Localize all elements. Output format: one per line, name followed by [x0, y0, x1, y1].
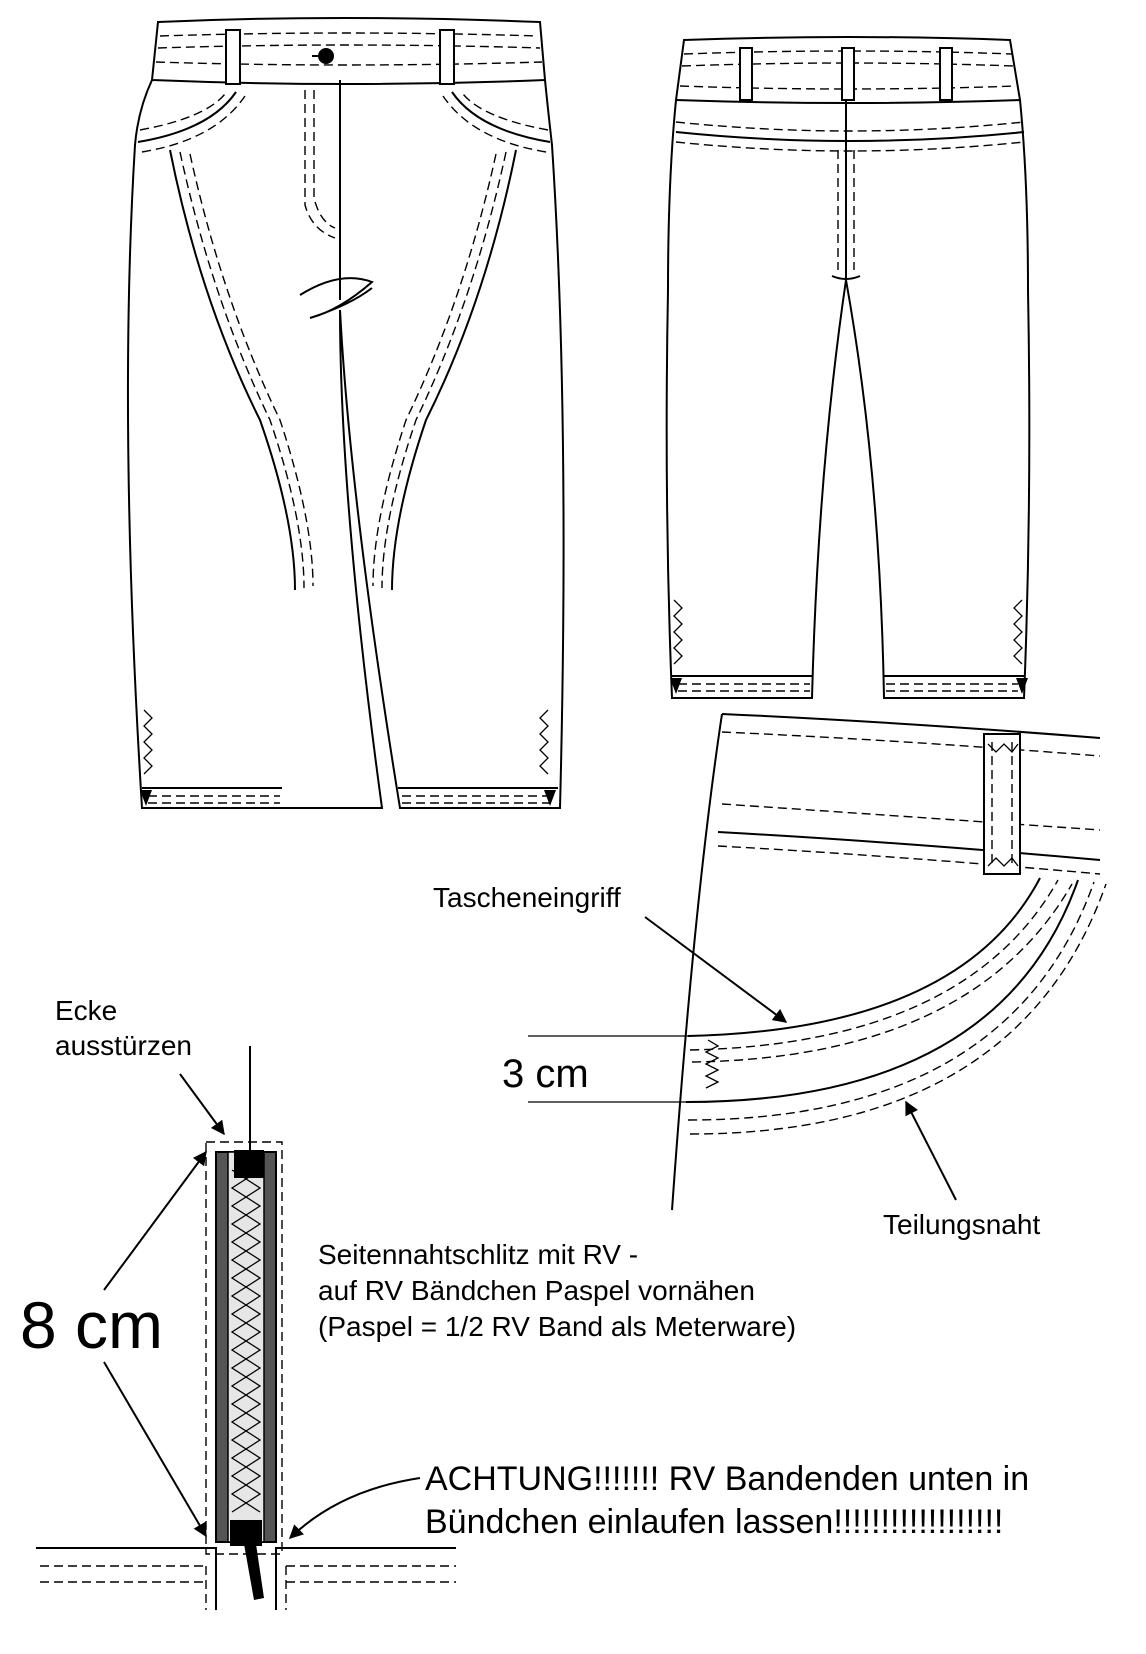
warning-arrow: [288, 1477, 421, 1539]
belt-loop: [983, 733, 1021, 875]
zipper-teeth: [230, 1169, 262, 1513]
front-waistband: [150, 17, 547, 85]
belt-loop: [225, 29, 241, 85]
eight-cm-arrow-top: [103, 1150, 207, 1291]
ecke-label-line1: Ecke: [55, 995, 117, 1026]
belt-loop: [439, 29, 455, 85]
tascheneingriff-label: Tascheneingriff: [433, 882, 621, 913]
slit-label-line1: Seitennahtschlitz mit RV -: [318, 1239, 638, 1270]
back-yoke: [675, 131, 1025, 142]
warning-line2: Bündchen einlaufen lassen!!!!!!!!!!!!!!!…: [425, 1503, 1003, 1541]
belt-loop: [939, 47, 953, 101]
eight-cm-arrow-bottom: [103, 1361, 207, 1538]
eight-cm-label: 8 cm: [20, 1288, 163, 1362]
front-silhouette: [126, 79, 565, 809]
warning-line1: ACHTUNG!!!!!!! RV Bandenden unten in: [425, 1460, 1029, 1498]
pocket-detail: 3 cm Tascheneingriff Teilungsnaht: [433, 713, 1107, 1240]
tascheneingriff-arrow: [644, 916, 788, 1023]
slit-label-line2: auf RV Bändchen Paspel vornähen: [318, 1275, 755, 1306]
ecke-label-line2: ausstürzen: [55, 1030, 192, 1061]
zipper-pull: [230, 1520, 262, 1546]
partition-seam: [685, 879, 1079, 1103]
back-silhouette: [665, 99, 1031, 699]
pocket-opening: [687, 877, 1041, 1037]
button-icon: [318, 48, 334, 64]
zipper-icon: [1013, 599, 1023, 665]
ecke-arrow: [179, 1073, 225, 1136]
zipper-icon: [673, 599, 683, 665]
slit-label-line3: (Paspel = 1/2 RV Band als Meterware): [318, 1311, 796, 1342]
pocket-side-line: [671, 713, 723, 1211]
front-pocket-left: [137, 91, 237, 143]
back-view: [665, 36, 1031, 699]
zipper-icon: [539, 709, 549, 775]
zipper-top-stop: [234, 1150, 264, 1178]
teilungsnaht-label: Teilungsnaht: [883, 1209, 1040, 1240]
belt-loop: [841, 47, 855, 101]
zipper-icon: [143, 709, 153, 775]
zipper-slit-detail: Ecke ausstürzen 8 cm Seitennahtschlitz m…: [20, 995, 1029, 1610]
three-cm-label: 3 cm: [502, 1052, 589, 1096]
teilungsnaht-arrow: [905, 1100, 957, 1201]
belt-loop: [739, 47, 753, 101]
front-pocket-right: [451, 91, 551, 143]
front-view: [126, 17, 565, 809]
